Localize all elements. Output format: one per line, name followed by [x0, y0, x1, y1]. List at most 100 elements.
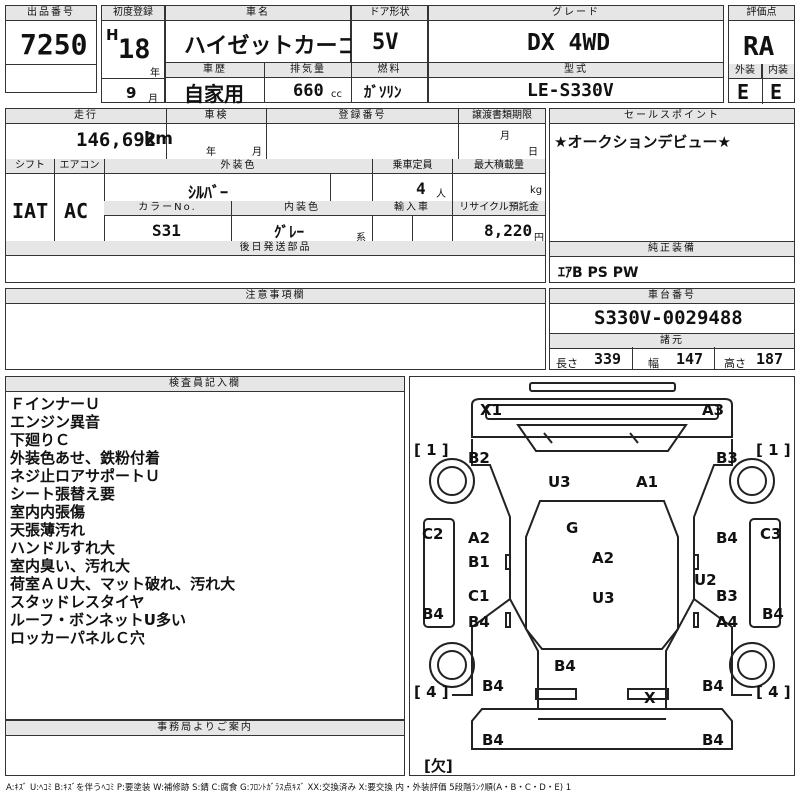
chassis-number: S330V-0029488 — [594, 307, 743, 329]
mark-rear-gate-b4: B4 — [554, 657, 576, 675]
inspection-year-unit: 年 — [206, 147, 216, 158]
inspector-note: ハンドルすれ大 — [10, 539, 116, 557]
mark-right-rear-b3: B3 — [716, 587, 738, 605]
transfer-month-unit: 月 — [500, 131, 510, 142]
first-registration-cell: 初度登録 H 18 年 9 月 — [101, 5, 165, 105]
width-label: 幅 — [648, 357, 659, 370]
model-code: LE-S330V — [527, 80, 614, 101]
aircon-header: エアコン — [54, 159, 104, 174]
mark-rear-bumper-left-b4: B4 — [482, 731, 504, 749]
notes-cell: 注意事項欄 — [5, 288, 546, 370]
mark-front-left-x1: X1 — [480, 401, 503, 419]
color-number: S31 — [152, 221, 181, 240]
mark-left-rear-b4: B4 — [468, 613, 490, 631]
mark-rear-lamp-x: X — [644, 689, 656, 707]
car-outline — [423, 382, 781, 750]
registration-year: 18 — [118, 34, 151, 65]
fuel-header: 燃料 — [352, 63, 427, 78]
inspector-note: 室内臭い、汚れ大 — [10, 557, 131, 575]
mark-tire-front-left: [ 1 ] — [414, 441, 449, 459]
mark-left-side-c2: C2 — [422, 525, 444, 543]
grade-cell: グレード DX 4WD — [428, 5, 724, 63]
score-header: 評価点 — [729, 6, 794, 21]
mark-left-panel-b4: B4 — [422, 605, 444, 623]
year-unit: 年 — [150, 68, 160, 79]
equipment-cell: 純正装備 ｴｱB PS PW — [549, 241, 795, 283]
lot-number-cell: 出品番号 7250 — [5, 5, 97, 93]
mark-rear-right-b4: B4 — [702, 677, 724, 695]
equipment-header: 純正装備 — [550, 242, 794, 257]
month-unit: 月 — [148, 94, 158, 105]
model-code-header: 型式 — [429, 63, 723, 78]
shift-type: IAT — [12, 199, 49, 223]
inspector-notes-cell: 検査員記入欄 ＦインナーＵ エンジン異音 下廻りＣ 外装色あせ、鉄粉付着 ネジ止… — [5, 376, 405, 720]
mark-right-fender-b3: B3 — [716, 449, 738, 467]
mark-missing: [欠] — [424, 757, 453, 775]
color-number-header: カラーNo. — [104, 201, 231, 216]
history-header: 車歴 — [166, 63, 264, 78]
notes-header: 注意事項欄 — [6, 289, 545, 304]
sales-point: ★オークションデビュー★ — [554, 133, 731, 151]
capacity-header: 乗車定員 — [372, 159, 452, 174]
fuel-cell: 燃料 ｶﾞｿﾘﾝ — [351, 62, 428, 103]
mileage: 146,692 — [76, 129, 157, 151]
damage-diagram: X1 A3 [ 1 ] [ 1 ] B2 U3 A1 B3 C2 G C3 A2… — [409, 376, 795, 776]
height-label: 高さ — [724, 357, 746, 370]
inspector-note: ルーフ・ボンネットU多い — [10, 611, 186, 629]
first-registration-header: 初度登録 — [102, 6, 164, 21]
mark-front-right-a3: A3 — [702, 401, 725, 419]
mark-right-side-c3: C3 — [760, 525, 782, 543]
door-type-header: ドア形状 — [352, 6, 427, 21]
vehicle-history: 自家用 — [184, 82, 244, 106]
car-name: ハイゼットカーゴ — [184, 34, 360, 59]
mark-hood-u3: U3 — [548, 473, 571, 491]
inspector-note: シート張替え要 — [10, 485, 116, 503]
interior-color-suffix: 系 — [356, 233, 366, 244]
mark-left-door-b1: B1 — [468, 553, 490, 571]
max-load-header: 最大積載量 — [452, 159, 545, 174]
length-value: 339 — [594, 350, 622, 368]
standard-equipment: ｴｱB PS PW — [558, 265, 639, 281]
grade: DX 4WD — [527, 30, 611, 56]
lot-number-header: 出品番号 — [6, 6, 96, 21]
mark-right-door-u2: U2 — [694, 571, 717, 589]
inspector-note: 天張薄汚れ — [10, 521, 86, 539]
office-notes-cell: 事務局よりご案内 — [5, 720, 405, 776]
aircon: AC — [64, 199, 89, 223]
transfer-day-unit: 日 — [528, 147, 538, 158]
grade-header: グレード — [429, 6, 723, 21]
interior-grade-header: 内装 — [762, 64, 794, 79]
exterior-grade: E — [737, 80, 750, 104]
mark-tire-rear-right: [ 4 ] — [756, 683, 791, 701]
shift-header: シフト — [6, 159, 54, 174]
mark-roof-a2: A2 — [592, 549, 615, 567]
mark-left-fender-b2: B2 — [468, 449, 490, 467]
displacement-unit: cc — [331, 89, 342, 100]
mark-tire-front-right: [ 1 ] — [756, 441, 791, 459]
car-name-header: 車名 — [166, 6, 350, 21]
height-value: 187 — [756, 350, 784, 368]
inspector-note: ＦインナーＵ — [10, 395, 101, 413]
exterior-color: ｼﾙﾊﾞｰ — [188, 183, 229, 202]
capacity-unit: 人 — [436, 189, 446, 200]
recycle-fee-unit: 円 — [534, 233, 544, 244]
mark-rear-left-b4: B4 — [482, 677, 504, 695]
inspector-note: ロッカーパネルＣ穴 — [10, 629, 145, 647]
interior-color-header: 内装色 — [231, 201, 372, 216]
inspector-notes-list: ＦインナーＵ エンジン異音 下廻りＣ 外装色あせ、鉄粉付着 ネジ止ロアサポートＵ… — [10, 395, 235, 647]
inspection-month-unit: 月 — [252, 147, 262, 158]
exterior-grade-header: 外装 — [729, 64, 762, 79]
mark-roof-u3: U3 — [592, 589, 615, 607]
length-label: 長さ — [556, 357, 578, 370]
sales-point-header: セールスポイント — [550, 109, 794, 124]
mark-right-rear-a4: A4 — [716, 613, 739, 631]
mark-left-door-a2: A2 — [468, 529, 491, 547]
office-notes-header: 事務局よりご案内 — [6, 721, 404, 736]
mark-hood-a1: A1 — [636, 473, 659, 491]
sales-point-cell: セールスポイント ★オークションデビュー★ — [549, 108, 795, 242]
chassis-cell: 車台番号 S330V-0029488 諸元 長さ 339 幅 147 高さ 18… — [549, 288, 795, 370]
damage-legend: A:ｷｽﾞ U:ﾍｺﾐ B:ｷｽﾞを伴うﾍｺﾐ P:要塗装 W:補修跡 S:錆 … — [6, 783, 572, 793]
displacement: 660 — [293, 81, 324, 101]
mark-rear-bumper-right-b4: B4 — [702, 731, 724, 749]
interior-grade: E — [770, 80, 783, 104]
